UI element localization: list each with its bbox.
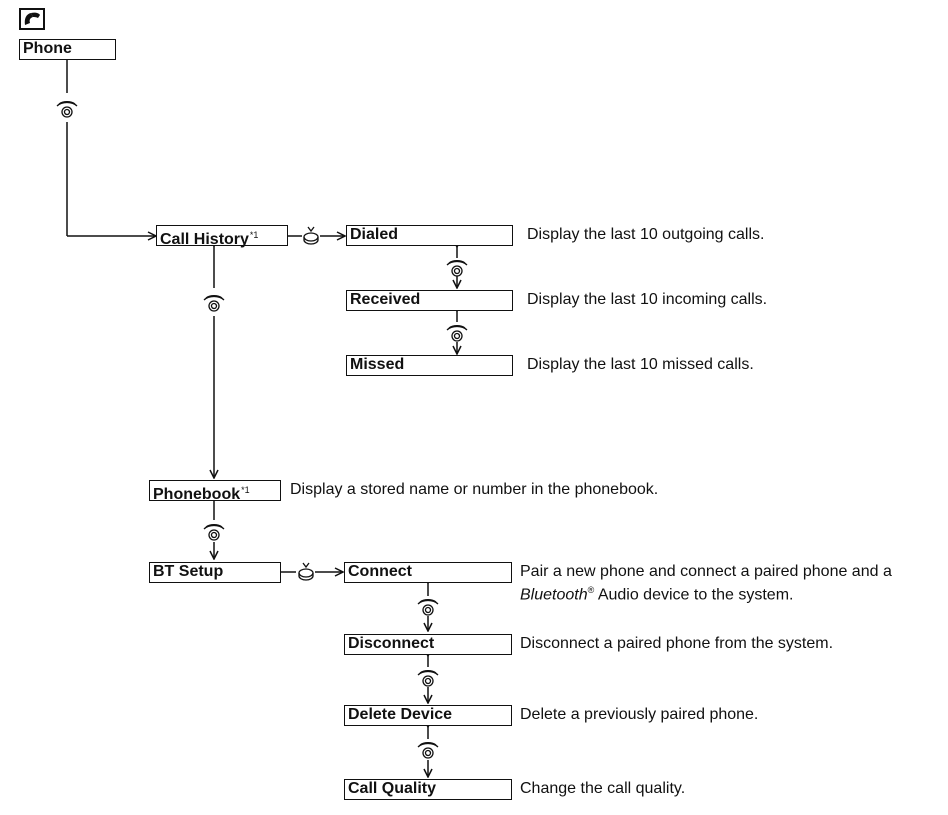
call-quality-box: Call Quality xyxy=(344,779,512,800)
received-label: Received xyxy=(350,291,421,308)
registered-mark: ® xyxy=(587,585,595,595)
interface-dial-rotate-icon xyxy=(417,598,439,616)
disconnect-box: Disconnect xyxy=(344,634,512,655)
footnote-marker: *1 xyxy=(241,485,250,495)
interface-dial-rotate-icon xyxy=(56,100,78,118)
call-quality-label: Call Quality xyxy=(348,780,437,797)
delete-device-box: Delete Device xyxy=(344,705,512,726)
connect-description-line1: Pair a new phone and connect a paired ph… xyxy=(520,563,892,580)
delete-device-description: Delete a previously paired phone. xyxy=(520,706,759,723)
connect-description-line2-rest: Audio device to the system. xyxy=(594,586,794,604)
disconnect-label: Disconnect xyxy=(348,635,435,652)
phone-menu-box: Phone xyxy=(19,39,116,60)
connect-label: Connect xyxy=(348,563,412,580)
missed-box: Missed xyxy=(346,355,513,376)
phone-icon xyxy=(19,8,45,30)
interface-dial-rotate-icon xyxy=(417,741,439,759)
received-box: Received xyxy=(346,290,513,311)
delete-device-label: Delete Device xyxy=(348,706,453,723)
phone-menu-label: Phone xyxy=(23,40,72,57)
call-quality-description: Change the call quality. xyxy=(520,780,686,797)
received-description: Display the last 10 incoming calls. xyxy=(527,291,768,308)
missed-description: Display the last 10 missed calls. xyxy=(527,356,754,373)
dialed-box: Dialed xyxy=(346,225,513,246)
bt-setup-box: BT Setup xyxy=(149,562,281,583)
interface-dial-rotate-icon xyxy=(417,669,439,687)
phonebook-label: Phonebook xyxy=(153,486,241,503)
connect-description-line2: Bluetooth® Audio device to the system. xyxy=(520,581,892,604)
call-history-box: Call History*1 xyxy=(156,225,288,248)
interface-dial-rotate-icon xyxy=(203,294,225,312)
bluetooth-wordmark: Bluetooth xyxy=(520,586,588,604)
connect-box: Connect xyxy=(344,562,512,583)
dialed-label: Dialed xyxy=(350,226,399,243)
call-history-label: Call History xyxy=(160,231,249,248)
phonebook-box: Phonebook*1 xyxy=(149,480,281,503)
interface-dial-rotate-icon xyxy=(203,523,225,541)
interface-dial-press-icon xyxy=(298,562,314,581)
disconnect-description: Disconnect a paired phone from the syste… xyxy=(520,635,834,652)
dialed-description: Display the last 10 outgoing calls. xyxy=(527,226,765,243)
interface-dial-press-icon xyxy=(303,226,319,245)
interface-dial-rotate-icon xyxy=(446,324,468,342)
connect-description: Pair a new phone and connect a paired ph… xyxy=(520,562,892,604)
phonebook-description: Display a stored name or number in the p… xyxy=(290,481,659,498)
interface-dial-rotate-icon xyxy=(446,259,468,277)
missed-label: Missed xyxy=(350,356,405,373)
footnote-marker: *1 xyxy=(249,230,259,240)
bt-setup-label: BT Setup xyxy=(153,563,224,580)
